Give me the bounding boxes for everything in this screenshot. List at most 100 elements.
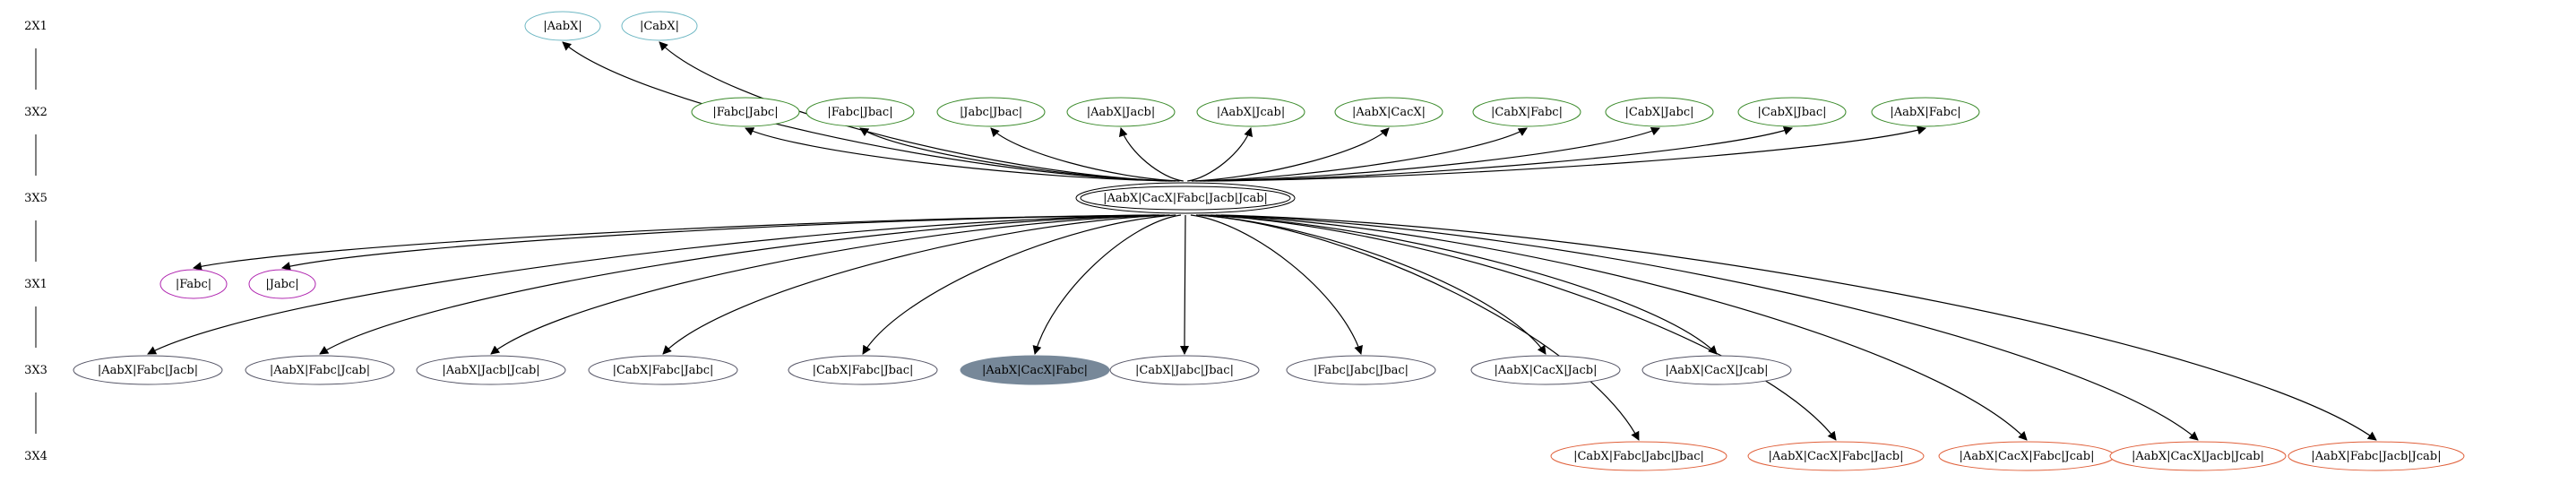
node-3x2-7[interactable]: |CabX|Jabc| [1605, 97, 1714, 127]
node-label: |AabX|CacX|Fabc| [982, 364, 1088, 377]
node-ellipse [245, 355, 395, 385]
node-ellipse [159, 269, 228, 299]
node-label: |Jabc| [265, 278, 298, 291]
node-3x2-3[interactable]: |AabX|Jacb| [1066, 97, 1176, 127]
node-ellipse [1550, 441, 1727, 471]
rank-label-3x4: 3X4 [24, 450, 47, 463]
node-label: |AabX|Jacb| [1087, 106, 1155, 119]
node-3x2-0[interactable]: |Fabc|Jabc| [691, 97, 800, 127]
node-3x3-3[interactable]: |CabX|Fabc|Jabc| [588, 355, 738, 385]
node-ellipse [1641, 355, 1792, 385]
node-ellipse [1286, 355, 1436, 385]
node-label: |Fabc|Jabc|Jbac| [1314, 364, 1409, 377]
node-3x4-2[interactable]: |AabX|CacX|Fabc|Jcab| [1938, 441, 2115, 471]
node-ellipse [73, 355, 223, 385]
edge-root-to-3x3-4 [862, 214, 1176, 355]
node-3x2-1[interactable]: |Fabc|Jbac| [806, 97, 915, 127]
node-label: |AabX|Jcab| [1217, 106, 1285, 119]
edge-root-to-2x1-0 [562, 41, 1167, 182]
node-ellipse [691, 97, 800, 127]
node-3x3-8[interactable]: |AabX|CacX|Jacb| [1470, 355, 1621, 385]
node-3x1-0[interactable]: |Fabc| [159, 269, 228, 299]
edge-root-to-3x4-4 [1220, 214, 2377, 441]
edge-root-to-3x3-1 [319, 214, 1160, 355]
node-3x2-2[interactable]: |Jabc|Jbac| [936, 97, 1046, 127]
node-label: |AabX| [543, 20, 582, 33]
node-root[interactable]: |AabX|CacX|Fabc|Jacb|Jcab| [1075, 182, 1296, 214]
node-ellipse [2109, 441, 2287, 471]
rank-label-2x1: 2X1 [24, 20, 47, 33]
edge-root-to-3x2-3 [1118, 127, 1184, 182]
node-3x2-4[interactable]: |AabX|Jcab| [1196, 97, 1305, 127]
node-3x4-3[interactable]: |AabX|CacX|Jacb|Jcab| [2109, 441, 2287, 471]
node-label: |CabX|Jbac| [1758, 106, 1827, 119]
node-2x1-0[interactable]: |AabX| [524, 11, 601, 41]
edge-root-to-3x3-2 [490, 214, 1165, 355]
node-3x4-0[interactable]: |CabX|Fabc|Jabc|Jbac| [1550, 441, 1727, 471]
node-label: |AabX|CacX|Fabc|Jacb|Jcab| [1103, 192, 1268, 205]
edge-root-to-3x3-5 [1032, 214, 1182, 355]
node-ellipse [1196, 97, 1305, 127]
edge-root-to-3x2-8 [1203, 126, 1793, 182]
node-ellipse [1871, 97, 1980, 127]
node-3x4-4[interactable]: |AabX|Fabc|Jacb|Jcab| [2287, 441, 2465, 471]
rank-label-3x3: 3X3 [24, 364, 47, 377]
node-label: |AabX|CacX|Jacb|Jcab| [2132, 450, 2264, 463]
node-3x3-4[interactable]: |CabX|Fabc|Jbac| [788, 355, 938, 385]
node-3x3-0[interactable]: |AabX|Fabc|Jacb| [73, 355, 223, 385]
node-3x2-9[interactable]: |AabX|Fabc| [1871, 97, 1980, 127]
node-label: |CabX|Jabc|Jbac| [1135, 364, 1234, 377]
node-label: |CabX|Fabc|Jabc| [613, 364, 714, 377]
node-label: |CabX|Fabc| [1491, 106, 1563, 119]
node-label: |Fabc|Jabc| [712, 106, 778, 119]
node-label: |Fabc| [176, 278, 211, 291]
node-3x3-6[interactable]: |CabX|Jabc|Jbac| [1109, 355, 1260, 385]
node-ellipse [248, 269, 316, 299]
node-label: |AabX|Fabc|Jcab| [270, 364, 370, 377]
node-ellipse [588, 355, 738, 385]
rank-label-3x5: 3X5 [24, 192, 47, 205]
node-label: |CabX| [640, 20, 679, 33]
node-3x2-8[interactable]: |CabX|Jbac| [1737, 97, 1847, 127]
edge-root-to-3x3-0 [147, 214, 1155, 355]
nodes: |AabX| |CabX| |Fabc|Jabc| |Fabc|Jbac| |Jabc|… [73, 11, 2465, 471]
edge-root-to-3x2-7 [1199, 126, 1660, 182]
node-label: |AabX|CacX|Fabc|Jcab| [1960, 450, 2095, 463]
node-ellipse [1334, 97, 1443, 127]
node-label: |CabX|Fabc|Jabc|Jbac| [1573, 450, 1704, 463]
node-label: |AabX|CacX|Jacb| [1494, 364, 1597, 377]
node-ellipse [806, 97, 915, 127]
node-3x1-1[interactable]: |Jabc| [248, 269, 316, 299]
node-3x3-1[interactable]: |AabX|Fabc|Jcab| [245, 355, 395, 385]
node-label: |AabX|CacX|Jcab| [1665, 364, 1768, 377]
node-3x3-9[interactable]: |AabX|CacX|Jcab| [1641, 355, 1792, 385]
edge-root-to-3x2-1 [859, 127, 1176, 182]
node-ellipse [524, 11, 601, 41]
edge-root-to-3x4-2 [1210, 214, 2028, 441]
node-label: |CabX|Jabc| [1625, 106, 1694, 119]
edge-root-to-3x4-0 [1199, 214, 1640, 441]
node-ellipse [621, 11, 698, 41]
node-3x2-5[interactable]: |AabX|CacX| [1334, 97, 1443, 127]
node-label: |AabX|CacX| [1352, 106, 1426, 119]
node-label: |CabX|Fabc|Jbac| [813, 364, 914, 377]
edges [147, 41, 2377, 441]
node-ellipse-inner [1080, 185, 1291, 211]
node-ellipse [416, 355, 566, 385]
node-3x3-5[interactable]: |AabX|CacX|Fabc| [960, 355, 1110, 385]
node-ellipse [1737, 97, 1847, 127]
node-label: |Jabc|Jbac| [960, 106, 1022, 119]
node-label: |AabX|Jacb|Jcab| [442, 364, 539, 377]
node-3x3-2[interactable]: |AabX|Jacb|Jcab| [416, 355, 566, 385]
node-3x3-7[interactable]: |Fabc|Jabc|Jbac| [1286, 355, 1436, 385]
node-ellipse [1109, 355, 1260, 385]
node-2x1-1[interactable]: |CabX| [621, 11, 698, 41]
node-label: |AabX|CacX|Fabc|Jacb| [1769, 450, 1904, 463]
edge-root-to-3x4-3 [1215, 214, 2199, 441]
node-ellipse [1470, 355, 1621, 385]
node-3x2-6[interactable]: |CabX|Fabc| [1472, 97, 1581, 127]
node-ellipse [788, 355, 938, 385]
node-3x4-1[interactable]: |AabX|CacX|Fabc|Jacb| [1747, 441, 1925, 471]
